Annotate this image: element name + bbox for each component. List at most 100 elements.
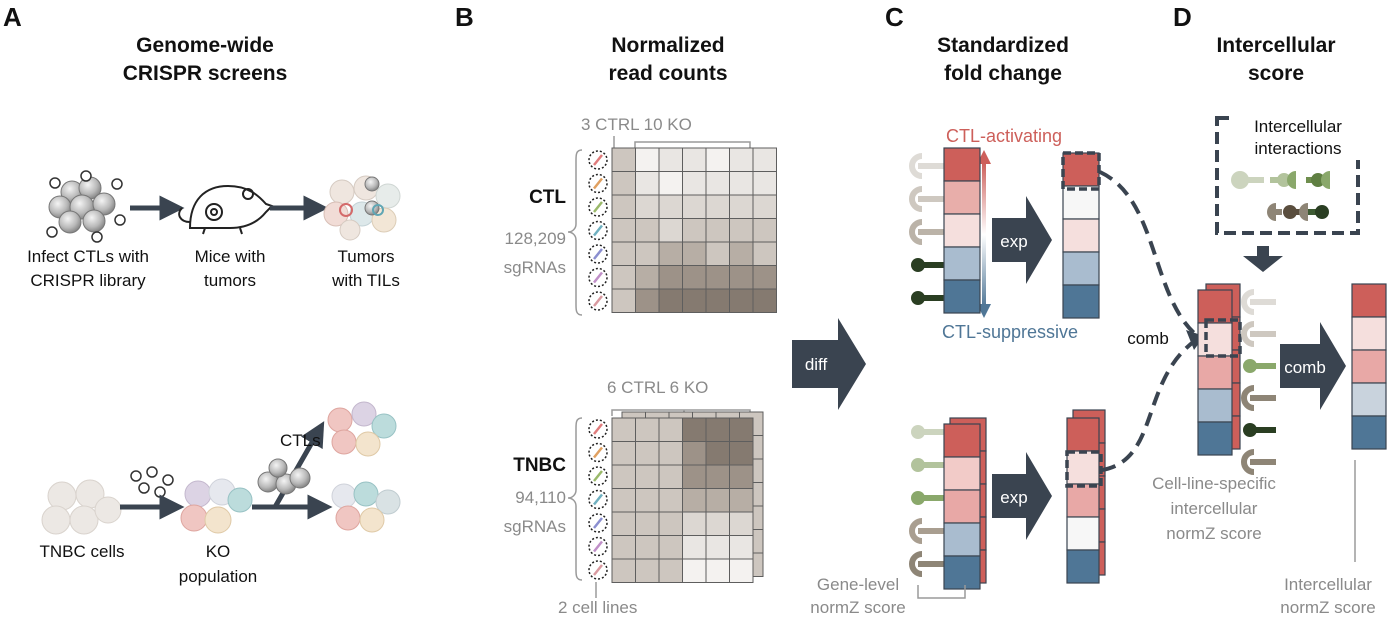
heatmap-cell <box>658 535 683 560</box>
t-cell-icon <box>257 458 311 495</box>
tumor-cell-icon <box>327 401 397 457</box>
heatmap-cell <box>729 441 754 466</box>
heatmap-cell <box>658 488 683 513</box>
heatmap-cell <box>729 417 754 442</box>
ligand-stem <box>1250 459 1276 465</box>
exp-cell <box>1062 152 1100 187</box>
ligand-icon <box>911 258 925 272</box>
tnbc-heatmap <box>611 417 754 583</box>
panel-c-letter: C <box>885 2 904 32</box>
heatmap-cell <box>752 265 777 290</box>
sgrna-strand <box>593 201 603 213</box>
d-final-column <box>1351 283 1387 450</box>
heatmap-cell <box>611 194 636 219</box>
b-ctl-row-bracket <box>567 149 583 316</box>
panel-d-title-line2: score <box>1248 62 1304 85</box>
heatmap-cell <box>658 558 683 583</box>
heatmap-cell <box>705 241 730 266</box>
heatmap-cell <box>729 171 754 196</box>
panel-a-letter: A <box>3 2 22 32</box>
exp-cell <box>1066 516 1100 551</box>
a-tnbc-step1: TNBC cells <box>39 542 124 561</box>
panel-b-letter: B <box>455 2 474 32</box>
gene-cell <box>943 246 981 281</box>
virus-icon <box>46 170 126 243</box>
ligand-stem <box>918 462 944 468</box>
heatmap-cell <box>635 535 660 560</box>
heatmap-cell <box>752 218 777 243</box>
heatmap-cell <box>705 488 730 513</box>
heatmap-cell <box>611 265 636 290</box>
panel-c: C Standardized fold change CTL-activatin… <box>810 2 1204 617</box>
receptor-icon <box>909 153 944 305</box>
sgrna-strand <box>593 470 603 482</box>
receptor-ligand-icon <box>1231 171 1330 221</box>
ligand-stem <box>1250 427 1276 433</box>
heatmap-cell <box>729 218 754 243</box>
final-cell <box>1351 316 1387 351</box>
heatmap-cell <box>682 511 707 536</box>
exp-arrow-top <box>992 196 1052 284</box>
sgrna-strand <box>593 295 603 307</box>
heatmap-cell <box>705 535 730 560</box>
panel-c-title-line1: Standardized <box>937 34 1069 57</box>
ligand-stem <box>1250 331 1276 337</box>
heatmap-cell <box>611 535 636 560</box>
panel-b-title-line1: Normalized <box>611 34 724 57</box>
heatmap-cell <box>611 417 636 442</box>
b-ctl-columns-label: 3 CTRL 10 KO <box>581 115 692 134</box>
receptor-icon <box>1241 449 1255 475</box>
b-ctl-unit: sgRNAs <box>504 258 566 277</box>
heatmap-cell <box>752 288 777 313</box>
receptor-icon <box>1241 289 1255 315</box>
d-cell <box>1197 289 1233 324</box>
c-top-exp-column <box>1062 152 1100 319</box>
mouse-icon <box>178 184 274 235</box>
receptor-icon <box>909 551 923 577</box>
heatmap-cell <box>611 464 636 489</box>
heatmap-cell <box>682 535 707 560</box>
c-exp-label-top: exp <box>1000 232 1027 251</box>
heatmap-cell <box>752 194 777 219</box>
final-cell <box>1351 283 1387 318</box>
heatmap-cell <box>611 488 636 513</box>
ligand-icon <box>911 458 925 472</box>
ctl-heatmap <box>611 147 777 313</box>
ligand-icon <box>911 425 925 439</box>
d-caption-line2: intercellular <box>1171 499 1258 518</box>
ko-population-icon <box>180 478 253 534</box>
heatmap-cell <box>729 241 754 266</box>
heatmap-cell <box>635 171 660 196</box>
gene-cell <box>943 489 981 524</box>
c-footer-line2: normZ score <box>810 598 905 617</box>
heatmap-cell <box>682 147 707 172</box>
heatmap-cell <box>682 441 707 466</box>
heatmap-cell <box>705 511 730 536</box>
sgrna-strand <box>593 517 603 529</box>
b-tnbc-columns-label: 6 CTRL 6 KO <box>607 378 708 397</box>
gene-cell <box>943 147 981 182</box>
heatmap-cell <box>682 417 707 442</box>
d-down-arrow <box>1243 246 1283 272</box>
final-cell <box>1351 382 1387 417</box>
d-footer-line2: normZ score <box>1280 598 1375 617</box>
heatmap-cell <box>611 288 636 313</box>
panel-a: A Genome-wide CRISPR screens Infect CTLs… <box>3 2 401 586</box>
a-ctl-step2-line1: Mice with <box>195 247 266 266</box>
heatmap-cell <box>705 441 730 466</box>
heatmap-cell <box>635 194 660 219</box>
ligand-stem <box>918 262 944 268</box>
ligand-stem <box>918 561 944 567</box>
d-cell <box>1197 322 1233 357</box>
sgrna-strand <box>593 271 603 284</box>
heatmap-cell <box>729 464 754 489</box>
ligand-stem <box>918 495 944 501</box>
gene-cell <box>943 180 981 215</box>
d-cell <box>1197 388 1233 423</box>
ligand-stem <box>918 196 944 202</box>
heatmap-cell <box>635 218 660 243</box>
gene-cell <box>943 279 981 314</box>
c-bot-exp-column <box>1066 417 1100 584</box>
heatmap-cell <box>611 147 636 172</box>
